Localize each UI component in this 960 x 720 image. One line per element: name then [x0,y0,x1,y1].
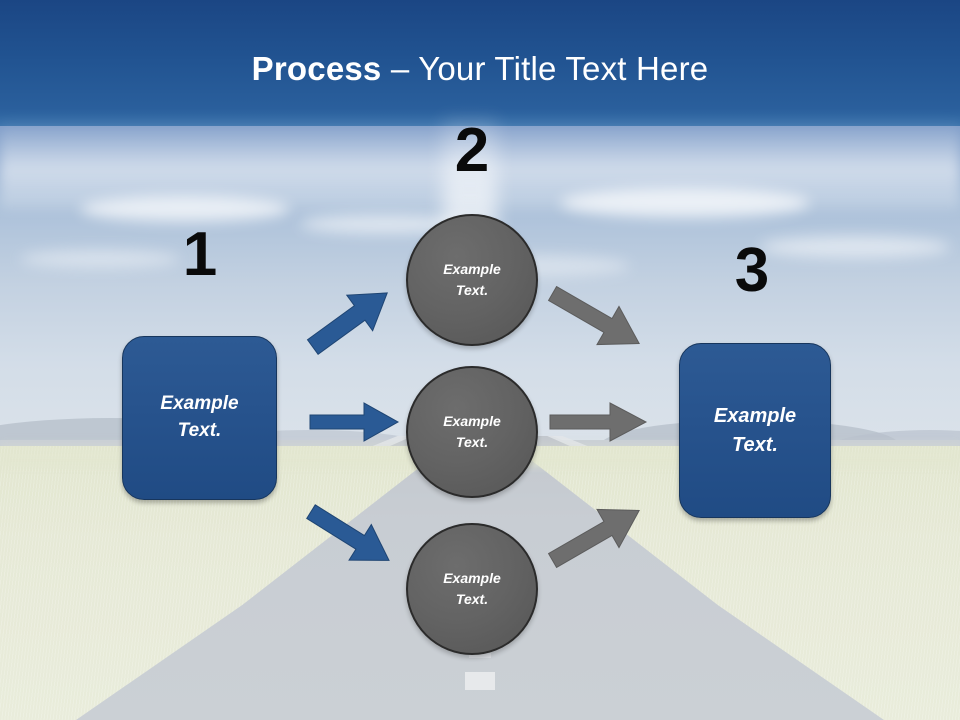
circle-middle-line2: Text. [455,434,489,450]
circle-bottom[interactable]: Example Text. [406,523,538,655]
step-number-3: 3 [734,236,770,305]
blue-arrow-right-icon [308,400,400,444]
circle-top-line2: Text. [455,282,489,298]
end-box-text: Example Text. [714,402,796,459]
cloud-icon [80,196,290,222]
sky-upper-gradient [0,0,960,128]
road-center-dash [465,672,495,690]
circle-top-line1: Example [443,261,501,277]
circle-top-text: Example Text. [443,259,501,301]
start-box-text: Example Text. [160,391,238,445]
circle-bottom-line2: Text. [455,591,489,607]
start-box[interactable]: Example Text. [122,336,277,500]
circle-bottom-line1: Example [443,570,501,586]
circle-middle[interactable]: Example Text. [406,366,538,498]
step-number-2: 2 [454,116,490,185]
end-box[interactable]: Example Text. [679,343,831,518]
start-box-line1: Example [160,393,239,415]
title-rest-part: Your Title Text Here [418,50,709,87]
cloud-icon [300,214,470,234]
title-separator: – [381,50,419,87]
circle-top[interactable]: Example Text. [406,214,538,346]
gray-arrow-down-icon [540,282,650,354]
title-strong-part: Process [251,50,382,87]
cloud-icon [760,236,950,258]
cloud-icon [20,250,180,268]
end-box-line1: Example [713,405,797,428]
circle-middle-text: Example Text. [443,411,501,453]
circle-middle-line1: Example [443,413,501,429]
blue-arrow-up-icon [300,280,400,360]
cloud-icon [560,188,810,218]
blue-arrow-down-icon [300,500,400,572]
gray-arrow-up-icon [540,500,650,572]
end-box-line2: Text. [732,433,778,456]
start-box-line2: Text. [177,420,222,441]
gray-arrow-right-icon [548,400,648,444]
circle-bottom-text: Example Text. [443,568,501,610]
slide-title: Process – Your Title Text Here [0,50,960,88]
step-number-1: 1 [182,220,218,289]
